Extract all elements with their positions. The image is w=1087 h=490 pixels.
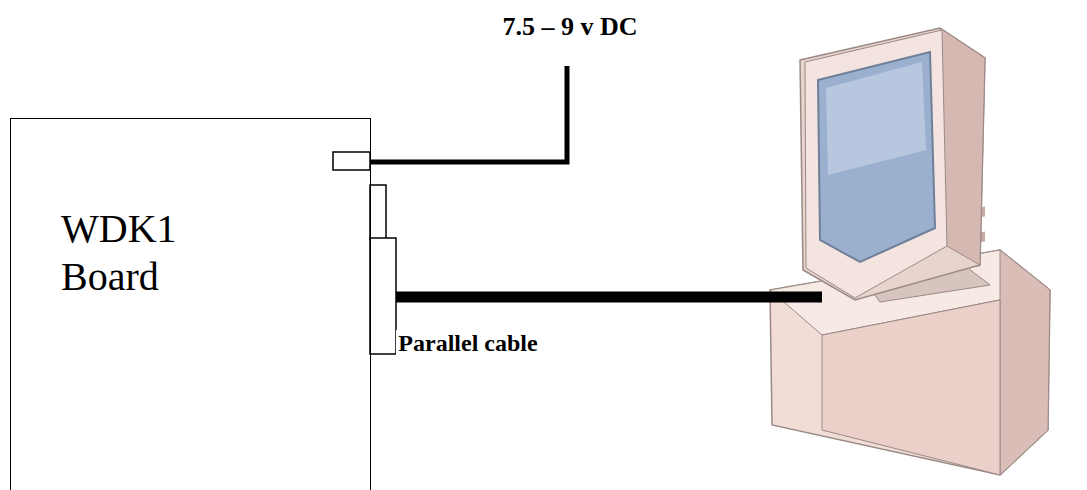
power-jack	[333, 152, 370, 170]
computer-icon	[770, 28, 1050, 475]
board-name: WDK1 Board	[61, 205, 211, 301]
cable-label: Parallel cable	[396, 330, 539, 357]
parallel-cable	[396, 292, 822, 303]
side-connector	[370, 185, 386, 239]
power-wire	[370, 66, 567, 162]
supply-voltage-label: 7.5 – 9 v DC	[500, 12, 639, 42]
board-box: WDK1 Board	[10, 118, 371, 490]
parallel-port	[370, 238, 396, 354]
